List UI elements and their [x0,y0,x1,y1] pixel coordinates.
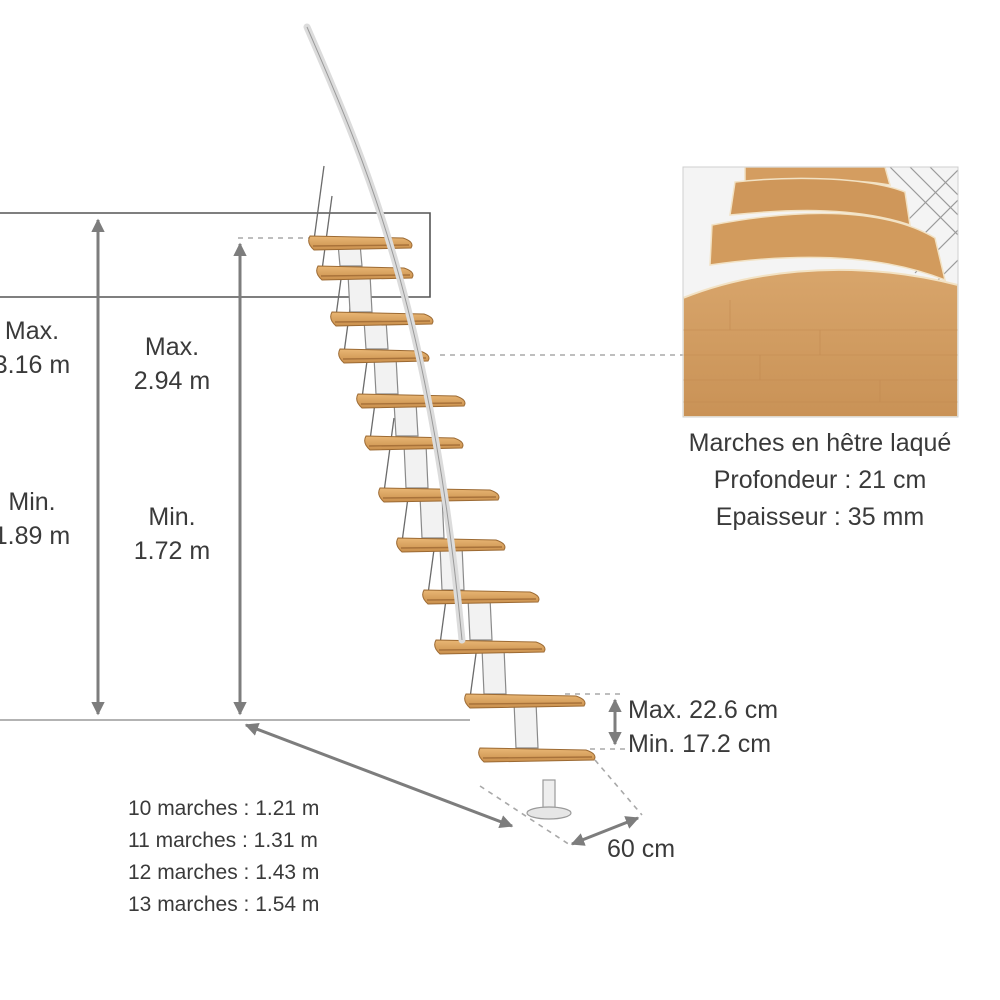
treads [308,235,596,763]
detail-photo-border [682,166,959,418]
tread-edge [368,444,461,447]
tread [478,747,596,763]
baluster [383,417,395,493]
tread-edge [382,496,497,499]
inner-min-word: Min. [148,503,196,531]
inner-max-value: 2.94 m [133,367,211,395]
tread [338,348,430,364]
staircase [303,23,596,820]
tread-detail-photo [683,167,958,417]
tread-edge [482,756,593,759]
stringer-segment [513,701,539,749]
outer-min-label: Min. 1.89 m [0,485,94,553]
stringer-segment [467,597,493,641]
tread-edge [320,274,411,277]
caption-material: Marches en hêtre laqué [688,429,952,457]
inner-max-label: Max. 2.94 m [112,330,232,398]
outer-min-word: Min. [8,488,56,516]
run-length-item: 11 marches : 1.31 m [128,829,318,852]
tread [464,693,586,709]
tread-edge [342,357,427,360]
inner-min-value: 1.72 m [133,537,211,565]
caption-thickness: Epaisseur : 35 mm [715,503,925,531]
tread [422,589,540,605]
inner-min-label: Min. 1.72 m [112,500,232,568]
baluster [321,195,333,271]
tread [356,393,466,409]
tread [378,487,500,503]
tread-edge [426,598,537,601]
tread [316,265,414,281]
tread [434,639,546,655]
outer-max-word: Max. [4,317,60,345]
riser-height-label: Max. 22.6 cm Min. 17.2 cm [628,693,778,761]
tread [330,311,434,327]
tread-edge [438,648,543,651]
tread-edge [360,402,463,405]
base-foot [526,779,572,820]
dimension-arrows [91,218,640,846]
run-length-item: 13 marches : 1.54 m [128,893,320,916]
inner-max-word: Max. [144,333,200,361]
stringer-segment [481,647,507,695]
tread-detail-caption: Marches en hêtre laqué Profondeur : 21 c… [655,425,985,536]
run-length-list: 10 marches : 1.21 m 11 marches : 1.31 m … [128,793,319,921]
tread [308,235,413,251]
tread-edge [334,320,431,323]
ceiling-opening-frame [0,212,431,298]
riser-min: Min. 17.2 cm [628,730,772,758]
tread-width-arrow [570,816,640,846]
run-length-arrow [244,723,514,828]
outer-max-label: Max. 3.16 m [0,314,94,382]
stringer [337,243,539,749]
tread [364,435,464,451]
stringer-segment [419,495,445,539]
tread-edge [312,244,410,247]
tread-edge [468,702,583,705]
baluster [313,165,325,241]
caption-depth: Profondeur : 21 cm [713,466,927,494]
stringer-segment [403,443,429,489]
tread-width-label: 60 cm [607,835,676,863]
dashed-guides [238,237,683,846]
run-length-item: 10 marches : 1.21 m [128,797,320,820]
outer-max-value: 3.16 m [0,351,71,379]
run-length-item: 12 marches : 1.43 m [128,861,320,884]
outer-min-value: 1.89 m [0,522,71,550]
riser-max: Max. 22.6 cm [628,696,779,724]
